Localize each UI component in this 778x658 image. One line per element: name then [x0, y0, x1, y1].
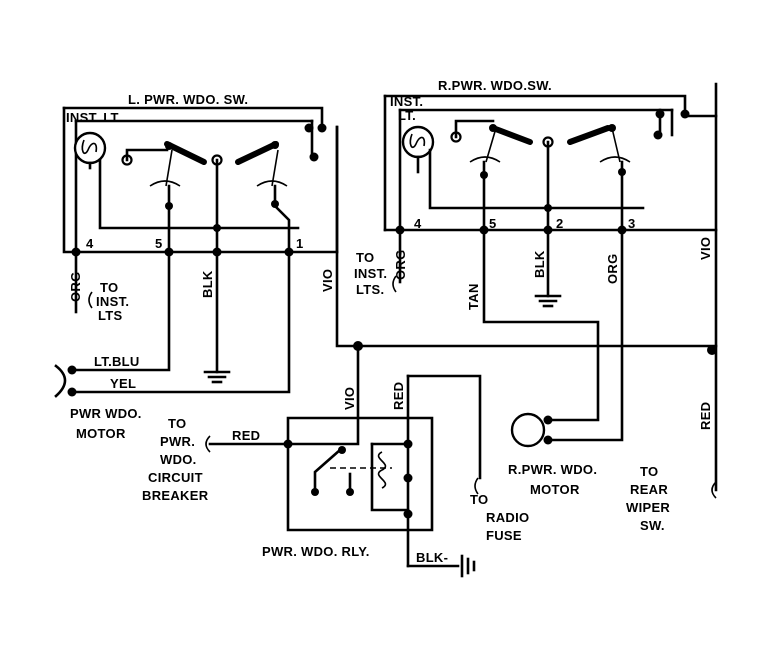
to-inst-lts-right-1: TO [356, 250, 374, 265]
right-switch-label: R.PWR. WDO.SW. [438, 78, 552, 93]
to-inst-lts-left-3: LTS [98, 308, 123, 323]
blk-right-label: BLK [532, 250, 547, 278]
right-instrument-lamp [401, 125, 435, 159]
org-left-label: ORG [68, 271, 83, 302]
pwr-wdo-motor-label-2: MOTOR [76, 426, 126, 441]
red-relay-label: RED [391, 382, 406, 410]
to-rear-label-2: REAR [630, 482, 668, 497]
vio-relay-label: VIO [342, 387, 357, 410]
left-switch-label: L. PWR. WDO. SW. [128, 92, 248, 107]
right-terminal-3: 3 [628, 216, 636, 231]
red-right-label: RED [698, 402, 713, 430]
to-inst-lts-right-3: LTS. [356, 282, 384, 297]
pwr-wdo-motor-label-1: PWR WDO. [70, 406, 142, 421]
left-terminal-4: 4 [86, 236, 94, 251]
left-power-window-switch: L. PWR. WDO. SW. INST. LT. 4 5 1 [62, 92, 339, 257]
to-rear-label-3: WIPER [626, 500, 670, 515]
to-inst-lts-left-1: TO [100, 280, 118, 295]
power-window-relay: VIO RED [283, 344, 482, 568]
vio-right-label: VIO [698, 237, 713, 260]
lt-blu-label: LT.BLU [94, 354, 140, 369]
left-switch-wiring: ORG TO INST. LTS BLK LT.BLU YEL PWR WDO.… [54, 125, 718, 441]
left-terminal-5: 5 [155, 236, 163, 251]
to-cb-label-2: PWR. [160, 434, 195, 449]
right-power-window-switch: R.PWR. WDO.SW. INST. LT. 4 5 2 3 [383, 78, 718, 235]
right-terminal-5: 5 [489, 216, 497, 231]
to-radio-label-1: TO [470, 492, 488, 507]
blk-left-label: BLK [200, 270, 215, 298]
relay-wiring: RED TO PWR. WDO. CIRCUIT BREAKER TO RADI… [142, 416, 529, 578]
to-cb-label-1: TO [168, 416, 186, 431]
to-inst-lts-right-2: INST. [354, 266, 387, 281]
right-terminal-4: 4 [414, 216, 422, 231]
relay-label: PWR. WDO. RLY. [262, 544, 370, 559]
to-rear-label-1: TO [640, 464, 658, 479]
blk-ground-label: BLK- [416, 550, 448, 565]
org-right-4-label: ORG [393, 249, 408, 280]
right-terminal-2: 2 [556, 216, 564, 231]
tan-label: TAN [466, 283, 481, 310]
yel-label: YEL [110, 376, 136, 391]
left-power-window-motor [54, 364, 77, 398]
right-inst-lt-label-1: INST. [390, 94, 423, 109]
right-switch-wiring: ORG TO INST. LTS. TAN BLK ORG R.PWR. WDO… [354, 82, 718, 533]
left-instrument-lamp [73, 131, 107, 170]
right-power-window-motor [510, 412, 553, 448]
to-inst-lts-left-2: INST. [96, 294, 129, 309]
left-terminal-1: 1 [296, 236, 304, 251]
r-motor-label-1: R.PWR. WDO. [508, 462, 597, 477]
to-cb-label-5: BREAKER [142, 488, 209, 503]
to-cb-label-4: CIRCUIT [148, 470, 203, 485]
to-radio-label-2: RADIO [486, 510, 529, 525]
to-rear-label-4: SW. [640, 518, 665, 533]
right-inst-lt-label-2: LT. [398, 108, 416, 123]
org-right-3-label: ORG [605, 253, 620, 284]
vio-left-label: VIO [320, 269, 335, 292]
r-motor-label-2: MOTOR [530, 482, 580, 497]
to-radio-label-3: FUSE [486, 528, 522, 543]
red-cb-label: RED [232, 428, 260, 443]
to-cb-label-3: WDO. [160, 452, 197, 467]
left-inst-lt-label: INST. LT. [66, 110, 121, 125]
